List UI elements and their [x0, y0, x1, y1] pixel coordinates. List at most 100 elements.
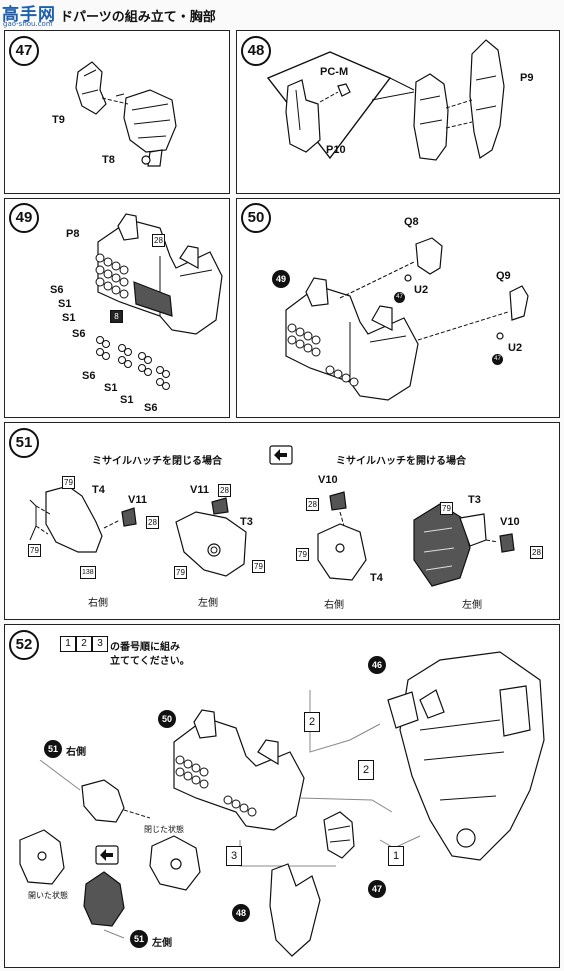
badge-28-d: 28 — [530, 546, 543, 559]
ref-badge-50: 50 — [158, 710, 176, 728]
label-t4-b: T4 — [370, 572, 383, 584]
step-47-panel — [4, 30, 230, 194]
v10-open-left-illustration — [485, 533, 515, 553]
instruction-line-1: の番号順に組み — [110, 642, 180, 653]
label-v10-b: V10 — [500, 516, 520, 528]
closed-hatch-title: ミサイルハッチを閉じる場合 — [92, 456, 222, 467]
step-number-51: 51 — [9, 428, 39, 458]
ref-badge-47-in-52: 47 — [368, 880, 386, 898]
label-u2-a: U2 — [414, 284, 429, 296]
chest-block-52-illustration — [173, 709, 305, 831]
label-p8: P8 — [66, 228, 80, 240]
badge-28-c: 28 — [306, 498, 319, 511]
step-number-49: 49 — [9, 203, 39, 233]
label-v11-b: V11 — [190, 484, 209, 496]
t4-closed-illustration — [29, 485, 103, 553]
label-t4-a: T4 — [92, 484, 105, 496]
ref-badge-46: 46 — [368, 656, 386, 674]
label-left-side-51-b: 左側 — [462, 600, 482, 611]
logo-text: 高手网 — [2, 5, 56, 25]
instruction-line-2: 立ててください。 — [110, 656, 190, 667]
arrow-swap-icon-51 — [269, 445, 293, 465]
badge-28-a: 28 — [146, 516, 159, 529]
label-s6-d: S6 — [144, 402, 158, 414]
t3-closed-illustration — [175, 511, 247, 577]
label-right-side-51-b: 右側 — [324, 600, 344, 611]
label-s6-a: S6 — [50, 284, 64, 296]
label-t3-a: T3 — [240, 516, 253, 528]
order-mark-2-b: 2 — [358, 760, 374, 780]
part-q8-illustration — [339, 237, 443, 299]
badge-28-49: 28 — [152, 234, 165, 247]
badge-28-b: 28 — [218, 484, 231, 497]
order-box-2: 2 — [76, 636, 92, 652]
part-q9-illustration — [417, 285, 529, 341]
label-q9: Q9 — [496, 270, 511, 282]
part-47-in-52-illustration — [323, 811, 355, 859]
badge-138: 138 — [80, 566, 96, 579]
order-box-3: 3 — [92, 636, 108, 652]
label-q8: Q8 — [404, 216, 419, 228]
arrow-swap-icon-52 — [95, 845, 119, 865]
step-number-52: 52 — [9, 630, 39, 660]
missile-cluster-49 — [95, 253, 129, 299]
open-hatch-title: ミサイルハッチを開ける場合 — [336, 456, 466, 467]
label-s6-b: S6 — [72, 328, 86, 340]
part-51-right-open-illustration — [19, 829, 65, 885]
order-box-1: 1 — [60, 636, 76, 652]
page-title: ドパーツの組み立て・胸部 — [60, 10, 216, 25]
part-51-right-illustration — [39, 759, 151, 823]
loose-missiles-49 — [96, 336, 170, 390]
ref-badge-51-b: 51 — [130, 930, 148, 948]
logo-sub: gao-shou.com — [3, 20, 53, 28]
badge-79-b: 79 — [28, 544, 41, 557]
part-pc-m-illustration — [319, 83, 351, 103]
badge-79-e: 79 — [296, 548, 309, 561]
v10-open-right-illustration — [329, 491, 347, 527]
label-right-side-52: 右側 — [66, 747, 86, 758]
order-mark-2-a: 2 — [304, 712, 320, 732]
label-s1-c: S1 — [104, 382, 118, 394]
t4-open-illustration — [317, 523, 367, 581]
label-closed-state: 閉じた状態 — [144, 825, 184, 834]
badge-79-c: 79 — [174, 566, 187, 579]
missile-cluster-52 — [175, 755, 257, 817]
ref-dot-47-b: 47 — [492, 354, 503, 365]
label-right-side-51-a: 右側 — [88, 598, 108, 609]
step-number-48: 48 — [241, 36, 271, 66]
label-s1-a: S1 — [58, 298, 72, 310]
label-s6-c: S6 — [82, 370, 96, 382]
label-s1-b: S1 — [62, 312, 76, 324]
ref-badge-51-a: 51 — [44, 740, 62, 758]
part-p9-assembly-illustration — [413, 39, 505, 161]
ref-badge-49-in-50: 49 — [272, 270, 290, 288]
badge-8-49: 8 — [110, 310, 123, 323]
badge-79-d: 79 — [252, 560, 265, 573]
page-header: 高手网 gao-shou.com ドパーツの組み立て・胸部 — [0, 0, 564, 28]
chest-block-50-illustration — [285, 277, 419, 401]
step-number-50: 50 — [241, 203, 271, 233]
v11-closed-illustration — [103, 507, 137, 529]
badge-79-f: 79 — [440, 502, 453, 515]
label-open-state: 開いた状態 — [28, 891, 68, 900]
label-u2-b: U2 — [508, 342, 523, 354]
order-mark-1: 1 — [388, 846, 404, 866]
label-left-side-52: 左側 — [152, 938, 172, 949]
part-48-in-52-illustration — [269, 863, 321, 957]
label-v11-a: V11 — [128, 494, 147, 506]
label-p10: P10 — [326, 144, 346, 156]
order-mark-3: 3 — [226, 846, 242, 866]
label-left-side-51-a: 左側 — [198, 598, 218, 609]
missile-cluster-50 — [287, 323, 359, 387]
part-p10-illustration — [285, 79, 321, 153]
site-logo: 高手网 gao-shou.com — [2, 3, 60, 28]
label-t3-b: T3 — [468, 494, 481, 506]
badge-79-a: 79 — [62, 476, 75, 489]
t3-open-illustration — [413, 503, 487, 587]
part-t8-illustration — [123, 89, 177, 167]
part-t9-illustration — [75, 61, 107, 115]
label-p9: P9 — [520, 72, 534, 84]
label-v10-a: V10 — [318, 474, 338, 486]
